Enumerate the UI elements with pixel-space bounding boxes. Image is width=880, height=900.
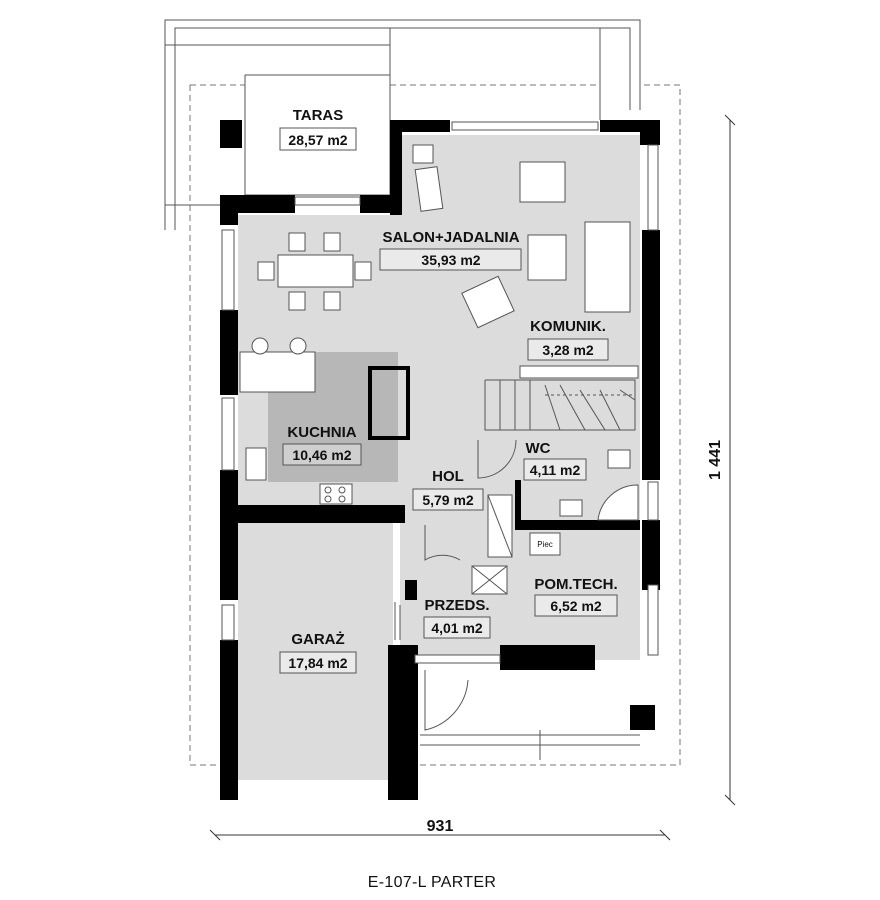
doors <box>394 439 640 760</box>
bar-stool <box>251 337 269 355</box>
dimension-lines <box>209 114 736 841</box>
door-threshold <box>414 654 501 664</box>
kitchen-sink <box>245 447 267 481</box>
boiler-label: Piec <box>537 540 553 549</box>
furniture <box>239 144 639 664</box>
dining-chair <box>288 291 306 311</box>
dining-table <box>277 254 354 288</box>
height-dimension: 1 441 <box>707 440 724 480</box>
room-name: HOL <box>432 468 464 485</box>
room-name: WC <box>526 440 551 457</box>
roof-outline <box>189 84 681 766</box>
dining-chair <box>257 261 275 281</box>
width-dimension: 931 <box>427 818 454 835</box>
room-name: KOMUNIK. <box>530 318 606 335</box>
bar-stool <box>289 337 307 355</box>
room-name: TARAS <box>293 107 344 124</box>
fireplace <box>414 166 444 212</box>
room-area: 3,28 m2 <box>542 342 594 358</box>
room-area: 4,01 m2 <box>431 620 483 636</box>
cooktop <box>319 483 353 505</box>
fireplace <box>412 144 434 164</box>
room-name: KUCHNIA <box>287 424 356 441</box>
room-area: 5,79 m2 <box>422 492 474 508</box>
room-area: 4,11 m2 <box>530 462 581 478</box>
room-area: 35,93 m2 <box>421 252 480 268</box>
shower <box>597 484 639 521</box>
coffee-table <box>527 234 567 281</box>
dining-chair <box>354 261 372 281</box>
armchair <box>461 275 515 329</box>
room-name: POM.TECH. <box>534 576 617 593</box>
wc-washbasin <box>559 499 583 517</box>
room-name: GARAŻ <box>291 631 344 648</box>
kitchen-counter <box>239 351 316 393</box>
room-area: 10,46 m2 <box>292 447 351 463</box>
plan-title: E-107-L PARTER <box>368 874 496 891</box>
windows <box>221 121 659 656</box>
walls <box>220 120 660 800</box>
room-area: 28,57 m2 <box>288 132 347 148</box>
room-area: 6,52 m2 <box>550 598 602 614</box>
dining-chair <box>323 291 341 311</box>
room-area: 17,84 m2 <box>288 655 347 671</box>
room-name: PRZEDS. <box>424 597 489 614</box>
staircase <box>484 379 636 431</box>
boiler <box>529 532 561 556</box>
dining-chair <box>288 232 306 252</box>
wc-toilet <box>607 449 631 469</box>
sofa <box>584 221 631 313</box>
room-labels: TARAS 28,57 m2 SALON+JADALNIA 35,93 m2 K… <box>279 107 618 674</box>
armchair <box>519 161 566 203</box>
room-name: SALON+JADALNIA <box>382 229 519 246</box>
bench <box>519 365 639 379</box>
dining-chair <box>323 232 341 252</box>
